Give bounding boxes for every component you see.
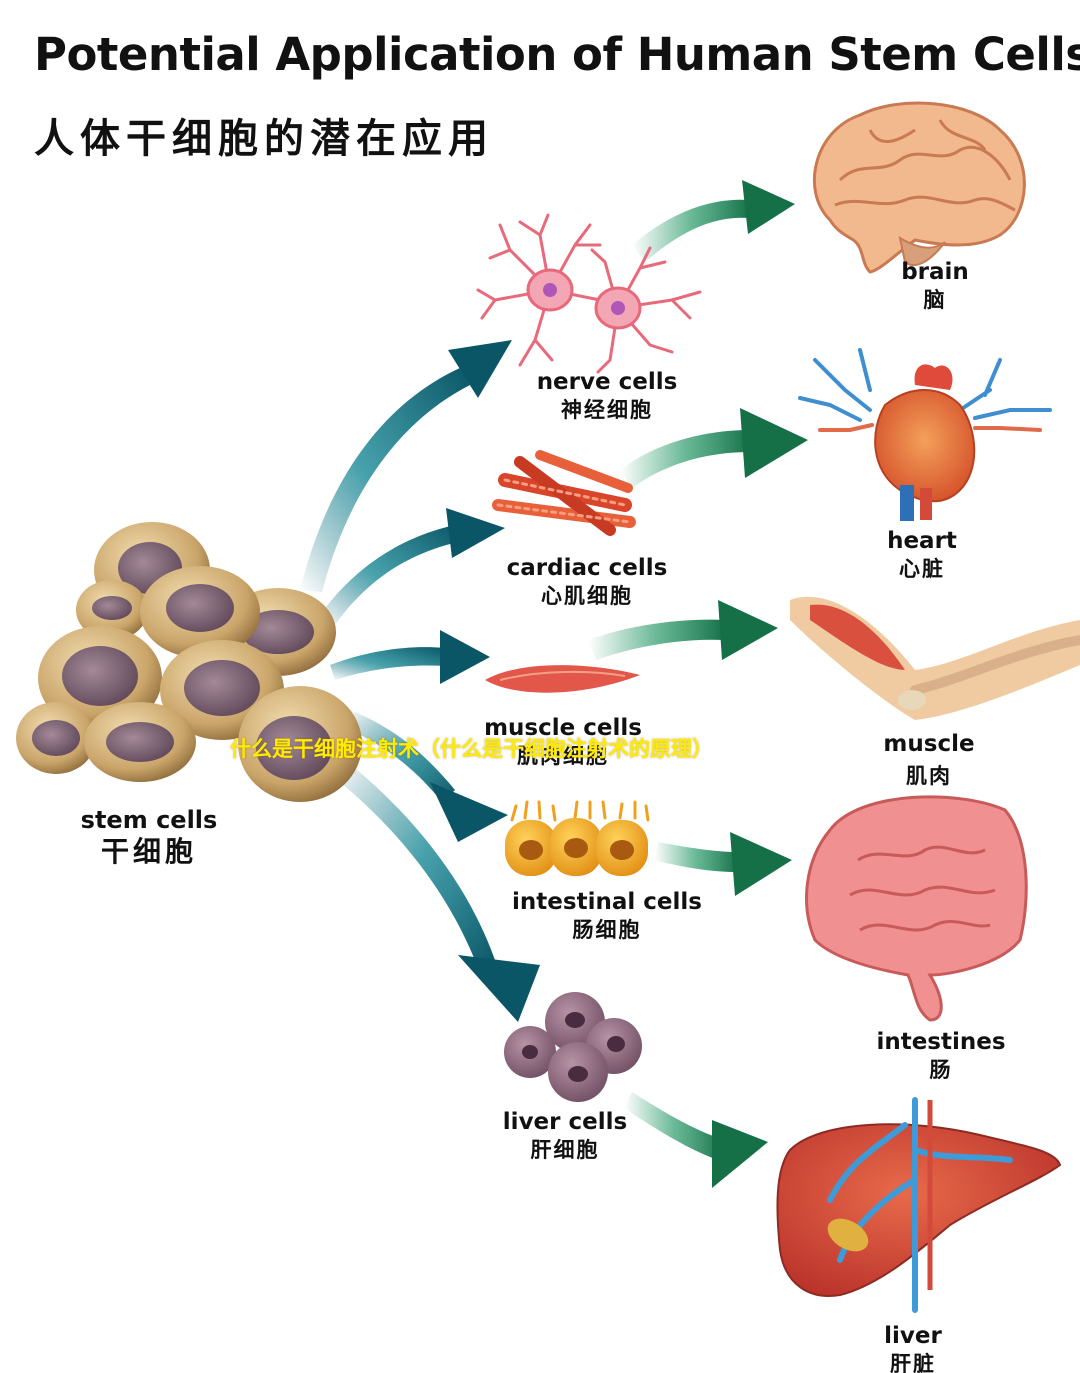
title-english: Potential Application of Human Stem Cell… [34,28,1080,81]
liver-cells-illustration [504,992,642,1102]
arrow-liver-to-liver [624,1092,768,1188]
liver-label: liver 肝脏 [848,1322,978,1373]
arrow-stem-to-cardiac [320,508,505,625]
nerve-cells-label-en: nerve cells [536,369,678,395]
arrow-stem-to-muscle [330,630,490,684]
intestinal-cells-label-en: intestinal cells [512,889,702,915]
brain-illustration [813,101,1026,274]
intestinal-cells-label: intestinal cells 肠细胞 [502,888,712,944]
stem-cells-label-en: stem cells [80,806,218,834]
nerve-cells-label: nerve cells 神经细胞 [512,368,702,424]
muscle-cells-label: muscle cells 肌肉细胞 [468,714,658,770]
heart-label-zh: 心脏 [899,557,945,581]
arrow-intestinal-to-intestines [654,832,792,896]
intestinal-cells-label-zh: 肠细胞 [572,918,642,942]
title-chinese: 人体干细胞的潜在应用 [34,116,494,162]
stem-cells-label-zh: 干细胞 [100,835,197,868]
stem-cell-cluster-illustration [16,522,362,802]
arrow-muscle-to-muscle [588,600,778,660]
brain-label-en: brain [901,259,969,285]
intestines-illustration [805,795,1028,1022]
intestinal-cells-illustration [505,800,650,876]
muscle-cells-label-en: muscle cells [484,715,642,741]
brain-label: brain 脑 [870,258,1000,314]
stem-cells-label: stem cells 干细胞 [70,806,228,870]
intestines-label: intestines 肠 [866,1028,1016,1084]
arrow-cardiac-to-heart [620,408,808,488]
overlay-caption: 什么是干细胞注射术（什么是干细胞注射术的原理） [230,737,713,761]
muscle-label-zh: 肌肉 [906,764,952,788]
arrow-stem-to-intestinal [345,710,508,842]
liver-cells-label-zh: 肝细胞 [530,1138,600,1162]
heart-label-en: heart [887,528,957,554]
cardiac-cells-label: cardiac cells 心肌细胞 [492,554,682,610]
brain-label-zh: 脑 [923,288,947,312]
muscle-cells-label-zh: 肌肉细胞 [517,744,609,768]
liver-label-en: liver [884,1323,942,1349]
intestines-label-zh: 肠 [929,1058,953,1082]
intestines-label-en: intestines [876,1029,1006,1055]
cardiac-cells-illustration [492,450,636,536]
liver-label-zh: 肝脏 [890,1352,936,1373]
heart-illustration [798,348,1052,521]
muscle-cell-illustration [485,665,640,693]
muscle-label-en: muscle [883,731,975,757]
liver-illustration [776,1097,1062,1313]
arrow-stem-to-liver [335,760,540,1022]
arrow-stem-to-nerve [300,340,512,592]
liver-cells-label: liver cells 肝细胞 [475,1108,655,1164]
nerve-cells-label-zh: 神经细胞 [561,398,653,422]
nerve-cells-illustration [476,213,702,374]
muscle-arm-illustration [790,596,1080,720]
arrow-nerve-to-brain [632,180,795,262]
cardiac-cells-label-en: cardiac cells [506,555,668,581]
liver-cells-label-en: liver cells [502,1109,628,1135]
cardiac-cells-label-zh: 心肌细胞 [541,584,633,608]
muscle-label: muscle 肌肉 [864,730,994,794]
heart-label: heart 心脏 [857,527,987,583]
